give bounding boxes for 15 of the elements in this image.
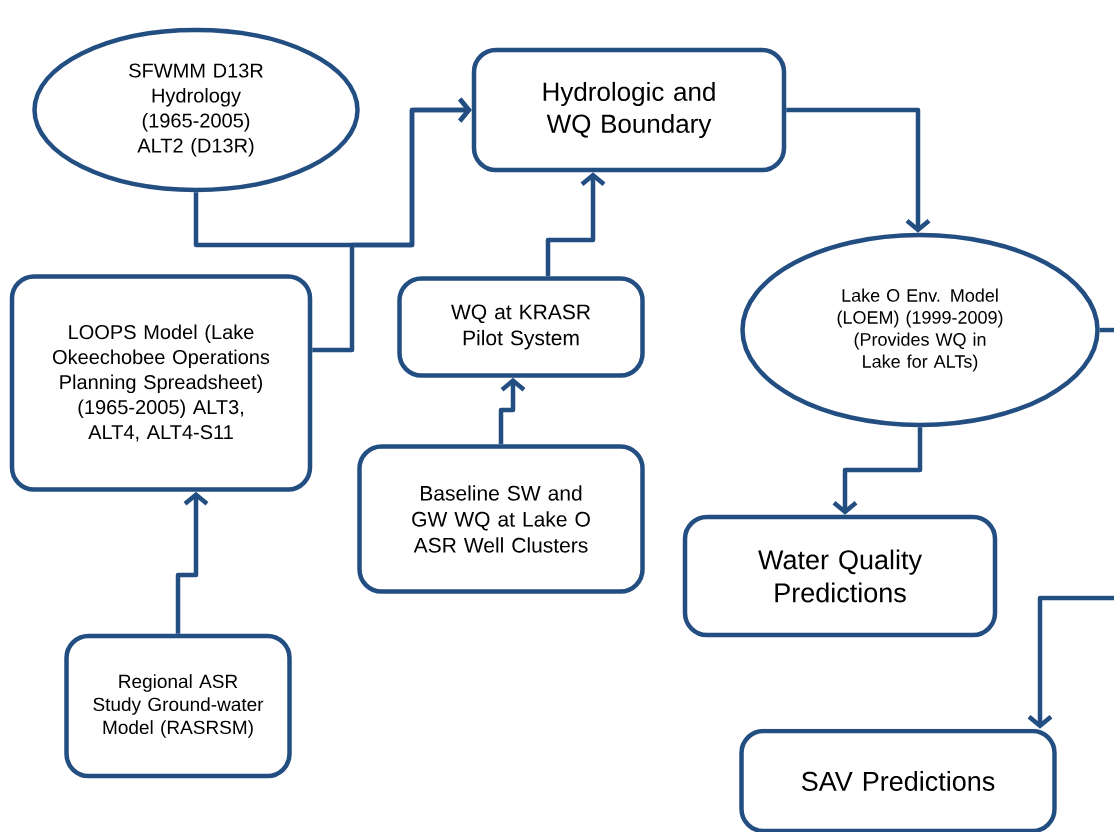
process-box: SAV Predictions [739, 728, 1057, 832]
arrow [545, 172, 606, 277]
process-box: Baseline SW and GW WQ at Lake O ASR Well Clusters [357, 444, 645, 594]
process-box: Water Quality Predictions [682, 514, 998, 638]
arrow [312, 97, 472, 353]
process-box: Regional ASR Study Ground-water Model (RASRSM) [64, 633, 292, 779]
arrow [498, 377, 526, 445]
process-box: LOOPS Model (Lake Okeechobee Operations Planning Spreadsheet) (1965-2005) ALT3, ALT4, ALT4-S11 [9, 274, 313, 492]
process-box: Hydrologic and WQ Boundary [471, 47, 787, 173]
arrow [832, 427, 923, 515]
arrow [1027, 595, 1114, 729]
process-box: WQ at KRASR Pilot System [397, 276, 645, 378]
arrow [786, 107, 931, 233]
connector-line [1099, 327, 1114, 333]
arrow [175, 491, 209, 634]
